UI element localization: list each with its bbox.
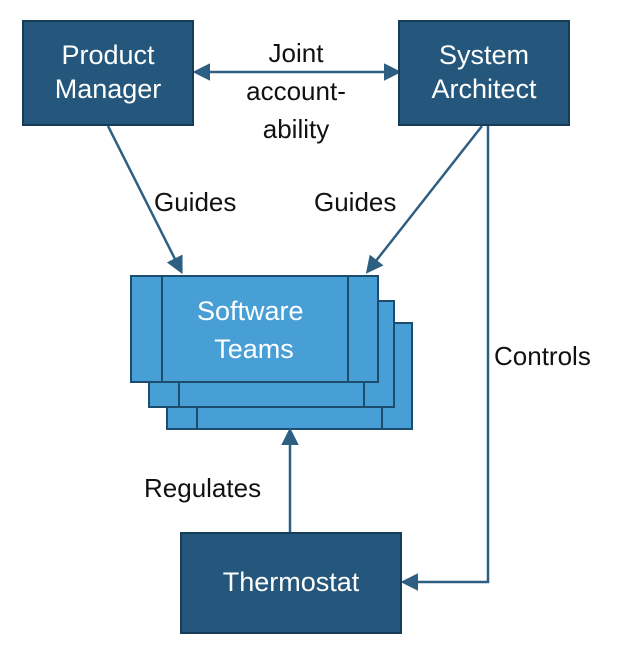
joint-label-line-2: account-: [246, 76, 346, 106]
thermostat-box: Thermostat: [180, 532, 402, 634]
guides-right-label: Guides: [314, 187, 397, 217]
thermostat-label: Thermostat: [222, 567, 360, 598]
product-manager-line-1: Product: [61, 40, 155, 71]
software-teams-stack: [130, 275, 413, 430]
product-manager-line-2: Manager: [54, 74, 162, 104]
team-card-front: [130, 275, 379, 383]
software-teams-line-1: Software: [197, 296, 304, 326]
system-architect-box: System Architect: [398, 20, 570, 126]
guides-right-arrow: [365, 125, 483, 274]
guides-left-label: Guides: [154, 187, 237, 217]
system-architect-line-1: System: [438, 40, 529, 71]
software-teams-line-2: Teams: [214, 334, 294, 364]
joint-label-line-1: Joint: [268, 38, 324, 68]
guides-left-arrow: [106, 125, 183, 275]
regulates-label: Regulates: [144, 473, 262, 503]
joint-label-line-3: ability: [262, 114, 330, 144]
joint-accountability-label: Joint account- ability: [206, 34, 386, 148]
system-architect-line-2: Architect: [431, 74, 537, 104]
controls-label: Controls: [494, 341, 591, 371]
software-teams-label: Software Teams: [197, 296, 311, 364]
controls-arrow: [400, 126, 490, 591]
product-manager-box: Product Manager: [22, 20, 194, 126]
